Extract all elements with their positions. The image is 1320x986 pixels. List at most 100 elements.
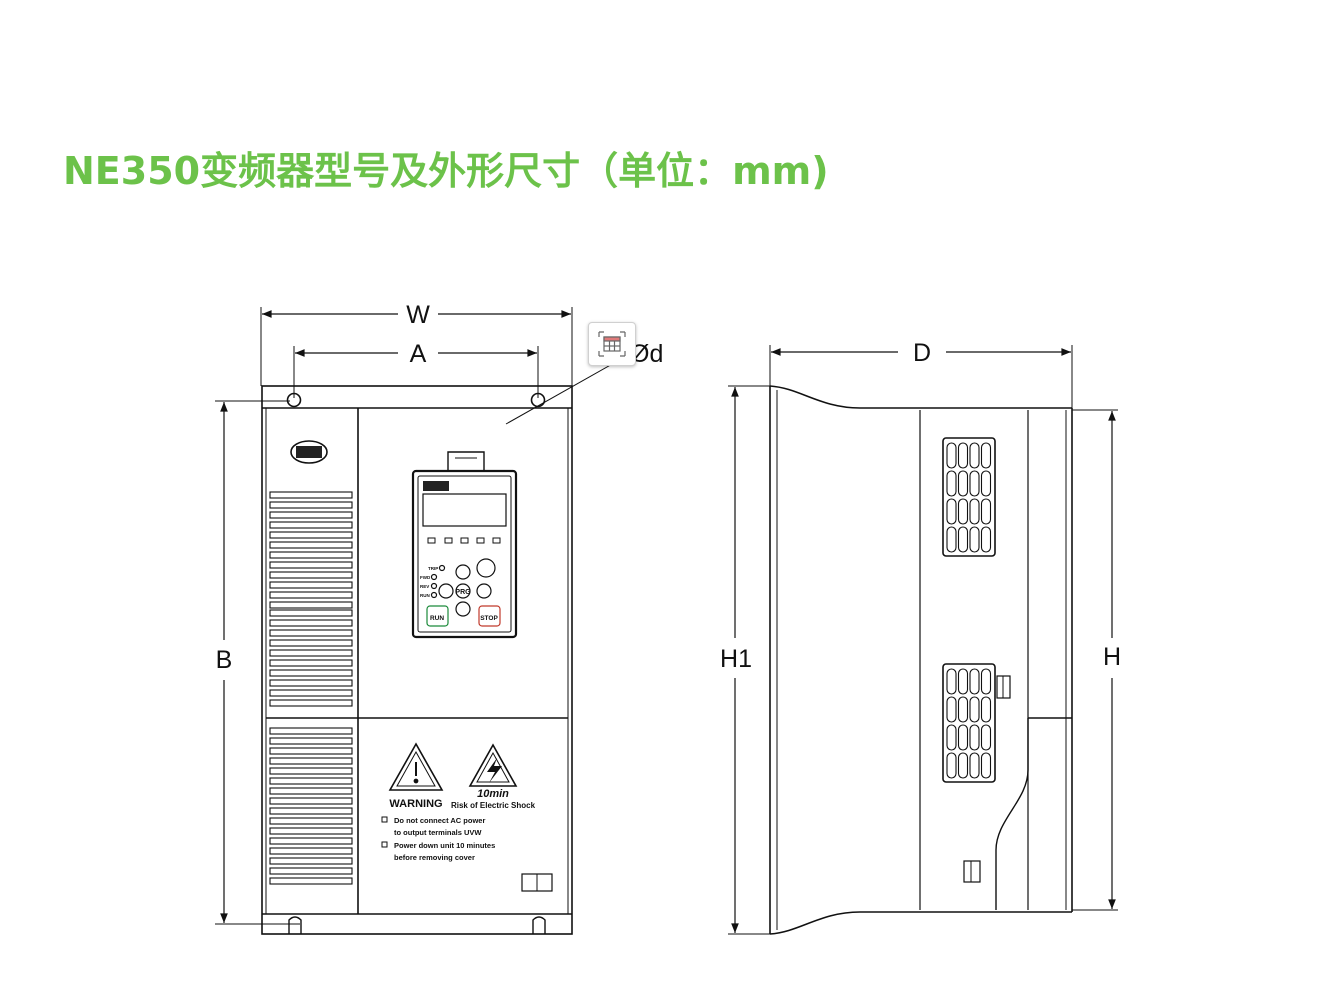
warning-note-2: to output terminals UVW	[394, 828, 482, 837]
warning-note-3: Power down unit 10 minutes	[394, 841, 495, 850]
vent-slot	[957, 752, 969, 779]
louver-slot	[269, 649, 353, 657]
warning-note-1: Do not connect AC power	[394, 816, 485, 825]
louver-slot	[269, 817, 353, 825]
keypad-prg-label: PRG	[455, 589, 471, 596]
louver-slot	[269, 847, 353, 855]
table-view-button[interactable]	[588, 322, 636, 366]
vent-slot	[980, 470, 992, 497]
louver-slot	[269, 531, 353, 539]
louver-slot	[269, 521, 353, 529]
louver-slot	[269, 601, 353, 609]
dim-d-label: D	[913, 339, 931, 367]
vent-slot	[980, 526, 992, 553]
page-title: NE350变频器型号及外形尺寸（单位：mm)	[63, 149, 829, 193]
dim-h-label: H	[1103, 643, 1121, 671]
warning-time-label: 10min	[477, 788, 509, 800]
louver-slot	[269, 629, 353, 637]
vent-slot	[980, 668, 992, 695]
keypad-indicators	[427, 537, 501, 544]
louver-slot	[269, 501, 353, 509]
louver-slot	[269, 561, 353, 569]
louver-slot	[269, 877, 353, 885]
led-label-run: RUN	[420, 593, 430, 598]
dim-h1-label: H1	[720, 645, 752, 673]
vent-slot	[980, 724, 992, 751]
vent-slot	[969, 668, 980, 695]
dim-w-label: W	[406, 301, 430, 329]
vent-slot	[957, 696, 969, 723]
vent-slot	[957, 470, 969, 497]
louver-slot	[269, 619, 353, 627]
louver-slot	[269, 541, 353, 549]
vent-slot	[969, 752, 980, 779]
louver-slot	[269, 857, 353, 865]
keypad-run-label: RUN	[430, 615, 444, 622]
louver-slot	[269, 491, 353, 499]
vent-slot	[980, 752, 992, 779]
vent-slot	[969, 498, 980, 525]
vent-slot	[969, 442, 980, 469]
louver-slot	[269, 867, 353, 875]
louver-slot	[269, 669, 353, 677]
vent-slot	[946, 696, 957, 723]
louver-slot	[269, 787, 353, 795]
louver-slot	[269, 689, 353, 697]
vent-slot	[969, 696, 980, 723]
louver-slot	[269, 827, 353, 835]
vent-slot	[980, 442, 992, 469]
louver-slot	[269, 609, 353, 617]
vent-slot	[957, 498, 969, 525]
warning-shock-label: Risk of Electric Shock	[451, 801, 536, 810]
vent-slot	[969, 470, 980, 497]
vent-slot	[957, 668, 969, 695]
ventilation-louvers	[269, 491, 353, 885]
louver-slot	[269, 699, 353, 707]
louver-slot	[269, 737, 353, 745]
vent-slot	[969, 724, 980, 751]
warning-note-4: before removing cover	[394, 853, 475, 862]
louver-slot	[269, 659, 353, 667]
vent-slot	[957, 526, 969, 553]
led-label-fwd: FWD	[420, 575, 431, 580]
keypad-buttons	[426, 558, 501, 627]
vent-slot	[946, 752, 957, 779]
louver-slot	[269, 511, 353, 519]
warning-label: WARNING	[389, 798, 442, 810]
keypad-stop-label: STOP	[480, 615, 498, 622]
vent-slot	[946, 470, 957, 497]
louver-slot	[269, 551, 353, 559]
louver-slot	[269, 767, 353, 775]
vent-slot	[946, 498, 957, 525]
vent-slot	[957, 724, 969, 751]
dim-b-label: B	[216, 646, 233, 674]
louver-slot	[269, 727, 353, 735]
dim-a-label: A	[410, 340, 427, 368]
vent-slot	[946, 724, 957, 751]
louver-slot	[269, 747, 353, 755]
louver-slot	[269, 679, 353, 687]
led-label-rev: REV	[420, 584, 429, 589]
louver-slot	[269, 807, 353, 815]
vent-slot	[980, 498, 992, 525]
louver-slot	[269, 777, 353, 785]
front-view	[215, 307, 631, 935]
vent-slot	[957, 442, 969, 469]
louver-slot	[269, 571, 353, 579]
side-vent-slots	[946, 442, 992, 779]
louver-slot	[269, 757, 353, 765]
vent-slot	[980, 696, 992, 723]
table-grid-icon	[598, 331, 626, 357]
louver-slot	[269, 591, 353, 599]
louver-slot	[269, 581, 353, 589]
vent-slot	[969, 526, 980, 553]
vent-slot	[946, 442, 957, 469]
louver-slot	[269, 639, 353, 647]
louver-slot	[269, 797, 353, 805]
vent-slot	[946, 526, 957, 553]
vent-slot	[946, 668, 957, 695]
led-label-trip: TRIP	[428, 566, 438, 571]
louver-slot	[269, 837, 353, 845]
side-view	[728, 345, 1118, 935]
